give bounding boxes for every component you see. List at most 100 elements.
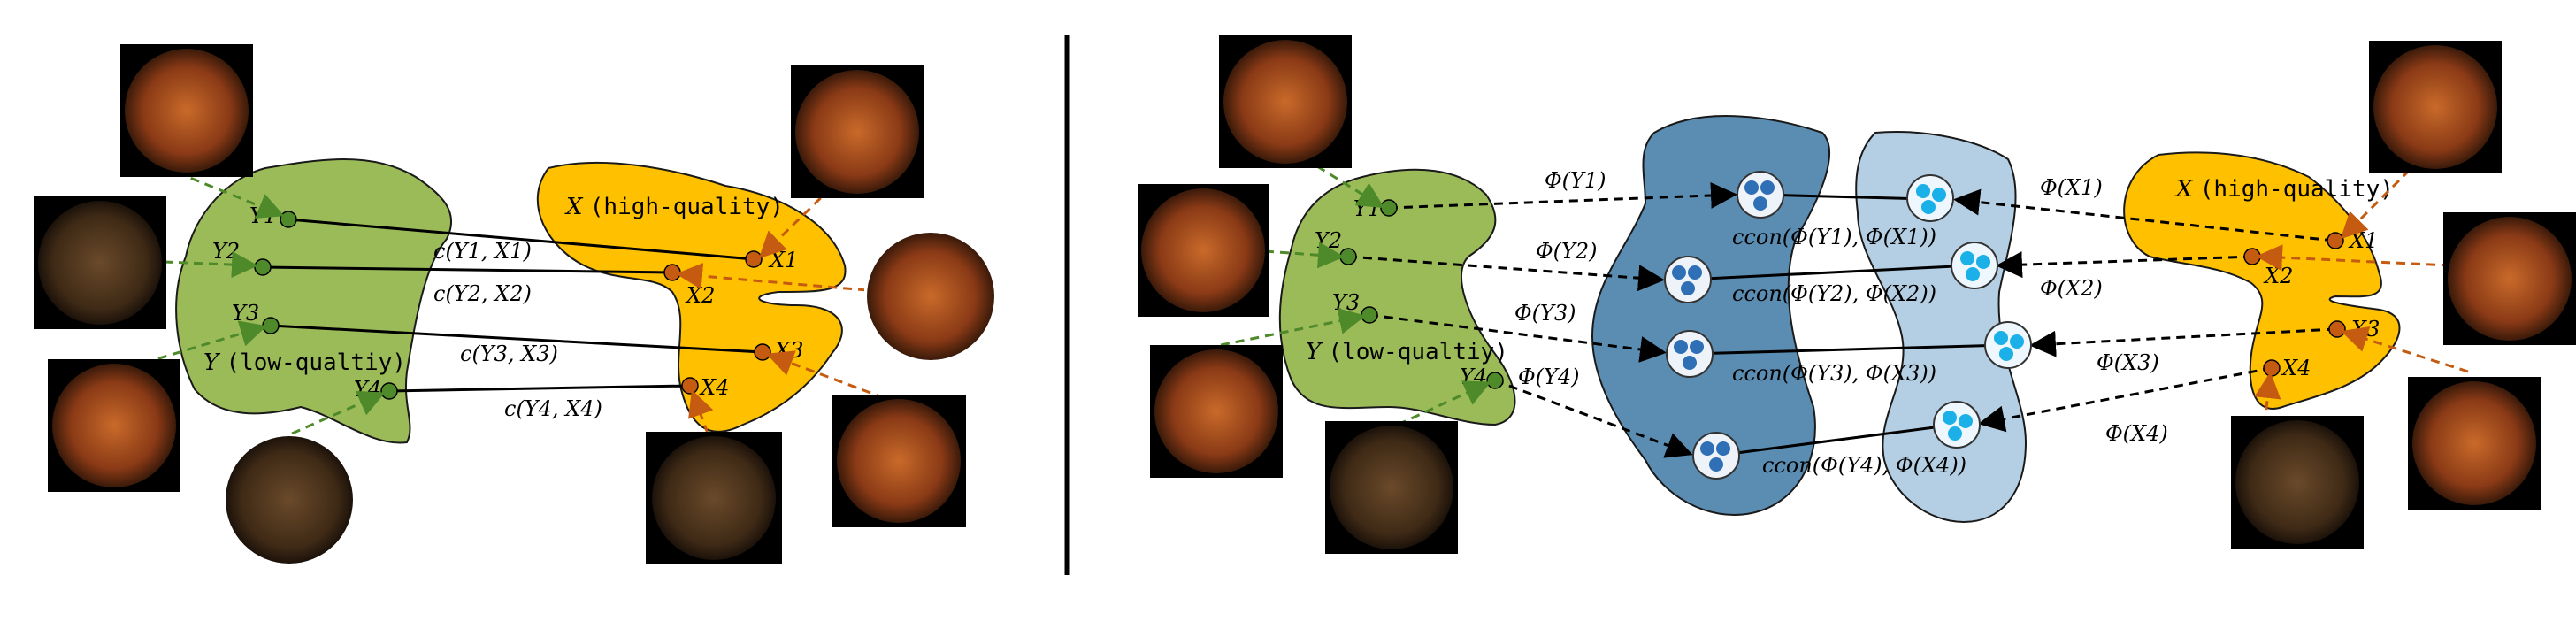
y-image-connector-3 bbox=[114, 320, 267, 373]
feature-link-2 bbox=[1687, 264, 1974, 281]
fundus-image-right-y3 bbox=[1150, 345, 1283, 478]
fundus-image-right-y4 bbox=[1325, 421, 1458, 554]
x-point-right-4 bbox=[2263, 359, 2281, 377]
x-point-label-4: X4 bbox=[699, 375, 729, 400]
y-domain-description-right: (low-qualtiy) bbox=[1328, 339, 1508, 365]
y-point-right-3 bbox=[1361, 306, 1378, 324]
x-point-3 bbox=[754, 343, 771, 361]
x-image-connector-right-3 bbox=[2341, 326, 2469, 373]
cost-label-2: c(Y2, X2) bbox=[433, 281, 532, 306]
phi-x-label-4: Φ(X4) bbox=[2105, 421, 2168, 446]
phi-x-arrow-1 bbox=[1953, 188, 2334, 242]
fundus-image-right-y2 bbox=[1138, 184, 1269, 317]
feature-node-y2 bbox=[1664, 256, 1712, 303]
feature-link-1 bbox=[1760, 193, 1929, 201]
x-image-connector-4 bbox=[688, 389, 714, 434]
y-point-2 bbox=[254, 258, 272, 276]
y-domain-region-right bbox=[1278, 168, 1516, 426]
y-point-label-right-1: Y1 bbox=[1353, 196, 1381, 221]
transport-line-3 bbox=[270, 324, 763, 354]
y-point-label-right-2: Y2 bbox=[1315, 228, 1342, 253]
x-point-right-3 bbox=[2328, 320, 2346, 338]
y-domain-symbol: Y bbox=[203, 349, 221, 376]
y-point-right-2 bbox=[1339, 248, 1357, 265]
x-domain-symbol: X bbox=[564, 194, 584, 220]
transport-line-4 bbox=[388, 384, 691, 393]
svg-text:X (high-quality): X (high-quality) bbox=[2174, 176, 2394, 203]
x-point-4 bbox=[681, 377, 699, 395]
y-domain-region bbox=[175, 158, 452, 444]
x-point-label-1: X1 bbox=[768, 248, 798, 272]
phi-x-label-1: Φ(X1) bbox=[2040, 175, 2103, 200]
phi-y-arrow-2 bbox=[1347, 255, 1665, 292]
x-point-right-2 bbox=[2243, 248, 2261, 265]
phi-y-label-2: Φ(Y2) bbox=[1536, 239, 1598, 264]
feature-node-y3 bbox=[1666, 330, 1714, 378]
cost-label-1: c(Y1, X1) bbox=[433, 239, 532, 264]
y-point-1 bbox=[280, 211, 297, 228]
phi-y-arrow-1 bbox=[1388, 181, 1737, 210]
phi-x-arrow-3 bbox=[2029, 327, 2336, 357]
phi-x-label-2: Φ(X2) bbox=[2040, 276, 2103, 301]
fundus-image-x3 bbox=[832, 395, 966, 527]
y-image-connector-right-2 bbox=[1264, 242, 1345, 269]
cost-label-3: c(Y3, X3) bbox=[460, 342, 558, 366]
fundus-image-right-x1 bbox=[2369, 41, 2502, 173]
x-point-label-right-2: X2 bbox=[2263, 264, 2293, 288]
x-domain-symbol-right: X bbox=[2174, 176, 2194, 203]
feature-link-3 bbox=[1689, 343, 2007, 356]
ccon-label-3: ccon(Φ(Y3), Φ(X3)) bbox=[1732, 361, 1936, 386]
x-point-label-right-4: X4 bbox=[2281, 356, 2311, 380]
y-domain-symbol-right: Y bbox=[1306, 339, 1323, 365]
fundus-image-right-x2 bbox=[2443, 212, 2576, 345]
x-image-connector-3 bbox=[766, 350, 886, 400]
y-point-4 bbox=[380, 382, 398, 400]
feature-link-4 bbox=[1715, 423, 1956, 457]
y-point-3 bbox=[262, 317, 280, 334]
fundus-image-right-x4 bbox=[2231, 416, 2364, 549]
ccon-label-1: ccon(Φ(Y1), Φ(X1)) bbox=[1732, 225, 1936, 249]
y-point-right-1 bbox=[1380, 199, 1398, 217]
svg-text:Y (low-qualtiy): Y (low-qualtiy) bbox=[203, 349, 406, 376]
fundus-image-x1 bbox=[791, 65, 924, 198]
x-point-label-2: X2 bbox=[685, 283, 715, 308]
left-panel: X (high-quality) Y (low-qualtiy) c(Y1, X… bbox=[34, 44, 997, 566]
y-point-label-2: Y2 bbox=[212, 239, 240, 264]
feature-node-x2 bbox=[1951, 242, 1998, 289]
feature-node-x3 bbox=[1984, 321, 2032, 369]
phi-y-label-1: Φ(Y1) bbox=[1545, 168, 1606, 193]
feature-node-x4 bbox=[1933, 401, 1981, 449]
svg-text:X (high-quality): X (high-quality) bbox=[564, 194, 784, 220]
svg-text:Y (low-qualtiy): Y (low-qualtiy) bbox=[1306, 339, 1508, 365]
y-point-label-3: Y3 bbox=[232, 301, 259, 326]
x-point-2 bbox=[663, 264, 681, 281]
transport-line-1 bbox=[288, 218, 755, 261]
x-image-connector-2 bbox=[676, 263, 868, 292]
feature-node-y4 bbox=[1692, 432, 1740, 480]
x-image-connector-right-2 bbox=[2256, 244, 2451, 272]
x-domain-description-right: (high-quality) bbox=[2200, 176, 2394, 203]
transport-line-2 bbox=[262, 265, 673, 274]
y-point-label-4: Y4 bbox=[354, 377, 381, 402]
x-domain-description: (high-quality) bbox=[590, 194, 784, 220]
phi-x-arrow-4 bbox=[1978, 366, 2273, 433]
y-point-right-4 bbox=[1486, 372, 1504, 389]
right-panel: X (high-quality) Y (low-qualtiy) Φ(Y1) Φ… bbox=[1138, 35, 2576, 554]
fundus-image-right-x3 bbox=[2408, 377, 2541, 510]
x-point-label-right-1: X1 bbox=[2348, 228, 2378, 253]
y-image-connector-4 bbox=[291, 390, 386, 435]
ccon-label-2: ccon(Φ(Y2), Φ(X2)) bbox=[1732, 281, 1936, 306]
fundus-image-y2 bbox=[34, 196, 166, 329]
ccon-label-4: ccon(Φ(Y4), Φ(X4)) bbox=[1762, 453, 1966, 478]
x-point-1 bbox=[745, 250, 763, 268]
feature-node-y1 bbox=[1736, 171, 1784, 219]
feature-node-x1 bbox=[1906, 174, 1954, 222]
phi-y-arrow-3 bbox=[1368, 313, 1667, 363]
fundus-image-right-y1 bbox=[1219, 35, 1352, 168]
fundus-image-y1 bbox=[120, 44, 253, 177]
y-point-label-right-3: Y3 bbox=[1332, 290, 1360, 315]
phi-x-arrow-2 bbox=[1996, 251, 2253, 279]
x-point-right-1 bbox=[2327, 232, 2344, 249]
y-image-connector-right-3 bbox=[1220, 308, 1366, 347]
